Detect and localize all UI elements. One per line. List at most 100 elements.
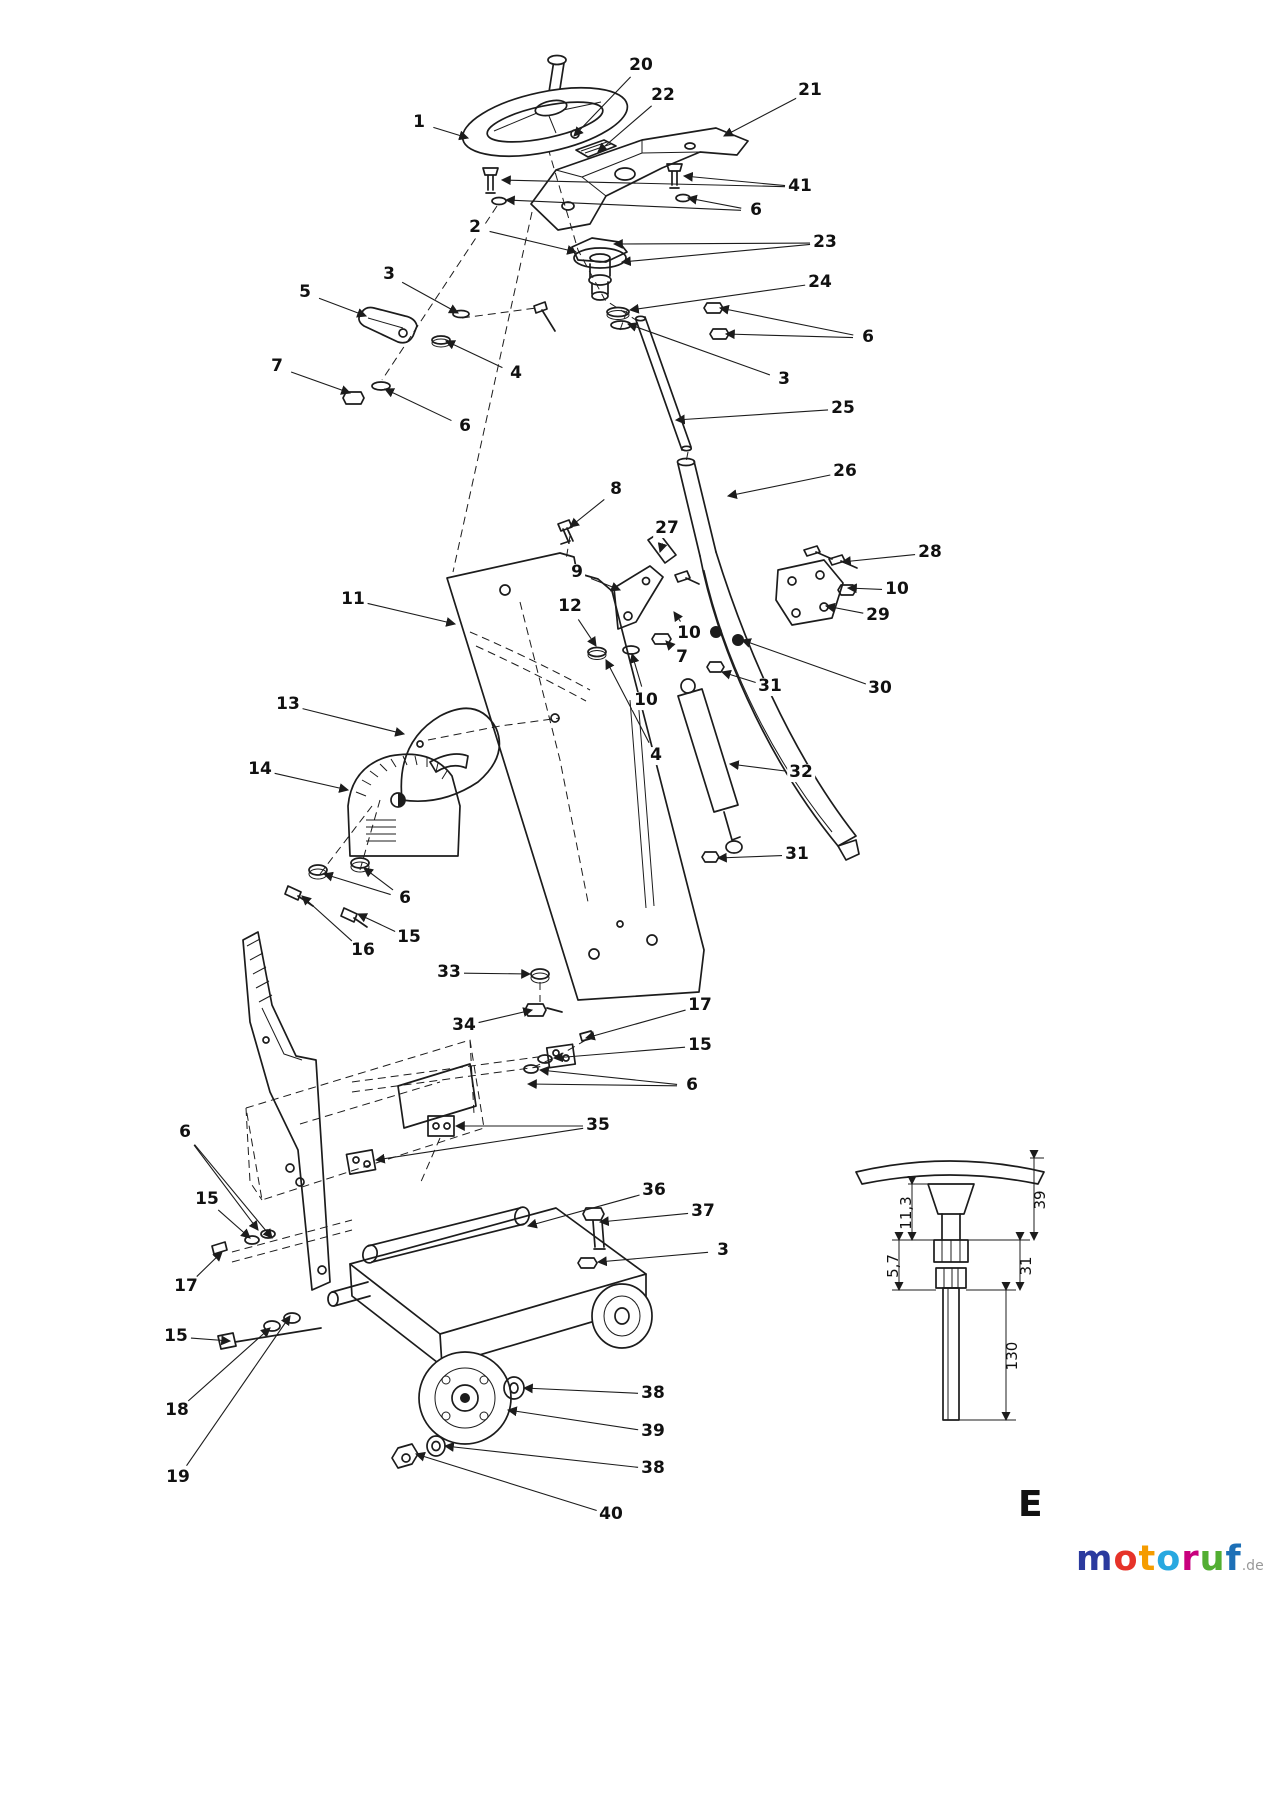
callout-6: 6 [748,200,764,221]
callout-19: 19 [164,1467,192,1488]
leader-line [573,76,632,137]
callout-2: 2 [467,217,483,238]
leader-line [724,329,854,340]
callout-11: 11 [339,589,367,610]
leader-line [598,1212,689,1227]
leader-line [612,239,811,249]
dimension-label: 39 [1031,1190,1049,1210]
logo-letter: o [1156,1539,1182,1579]
leader-line [628,284,806,314]
leader-line [846,583,883,594]
leader-line [217,1209,251,1239]
main-plate [446,552,705,1001]
leader-line [186,1315,291,1466]
logo-letter: u [1199,1539,1226,1579]
callout-27: 27 [653,518,681,539]
gas-spring-32 [677,661,743,863]
leader-lines [186,76,916,1512]
logo-letter: r [1181,1539,1200,1579]
leader-line [274,772,350,793]
callout-10: 10 [883,579,911,600]
callout-20: 20 [627,55,655,76]
callout-30: 30 [866,678,894,699]
leader-line [552,1046,686,1063]
dimension-label: 31 [1017,1256,1035,1276]
callout-41: 41 [786,176,814,197]
callout-28: 28 [916,542,944,563]
leader-line [740,638,867,685]
leader-line [443,1442,639,1468]
leader-line [433,126,470,141]
fastener-33-34 [524,968,563,1017]
callout-13: 13 [274,694,302,715]
leader-line [445,340,503,369]
callout-3: 3 [776,369,792,390]
callout-40: 40 [597,1504,625,1525]
callout-4: 4 [508,363,524,384]
page-letter: E [1018,1484,1043,1525]
column-tube-arm [676,457,860,861]
sector-fasteners [284,857,370,928]
leader-line [674,409,829,425]
leader-line [463,968,532,979]
plate-29-group [710,545,858,646]
logo-letter: t [1138,1539,1157,1579]
leader-line [824,602,864,614]
callout-38: 38 [639,1383,667,1404]
leader-line [605,659,650,743]
steering-coupler [533,237,730,340]
callout-39: 39 [639,1421,667,1442]
callout-12: 12 [556,596,584,617]
steering-wheel [461,54,629,157]
callout-6: 6 [457,416,473,437]
leader-line [322,871,391,896]
upper-mount-plate [530,127,749,231]
callout-1: 1 [411,112,427,133]
leader-line [584,1009,686,1041]
callout-6: 6 [177,1122,193,1143]
leader-line [500,175,786,188]
callout-6: 6 [684,1075,700,1096]
construction-lines [319,147,689,1185]
leader-line [597,105,652,153]
leader-line [290,371,352,395]
bolt-8 [557,519,574,545]
leader-line [577,619,597,647]
leader-line [716,852,783,863]
leader-line [318,297,368,318]
dimension-label: 5,7 [884,1254,902,1278]
logo-letter: m [1076,1539,1114,1579]
logo-letter: f [1225,1539,1242,1579]
callout-16: 16 [349,940,377,961]
leader-line [590,578,622,592]
callout-17: 17 [686,995,714,1016]
leader-line [665,640,676,651]
leader-line [718,304,854,336]
leader-line [504,195,742,211]
leader-line [626,322,771,376]
guard-13 [400,707,501,803]
motoruf-logo[interactable]: motoruf.de [1076,1542,1264,1577]
callout-7: 7 [269,356,285,377]
callout-6: 6 [397,888,413,909]
leader-line [384,388,452,422]
leader-line [629,652,643,687]
leader-line [569,498,605,528]
callout-14: 14 [246,759,274,780]
inset-side-view [855,1150,1045,1421]
leader-line [723,97,797,137]
leader-line [414,1451,597,1512]
leader-line [526,1079,678,1090]
callout-6: 6 [860,327,876,348]
callout-24: 24 [806,272,834,293]
steering-shaft [634,315,693,452]
callout-34: 34 [450,1015,478,1036]
callout-5: 5 [297,282,313,303]
leader-line [367,602,457,627]
leader-line [726,474,831,500]
leader-line [190,1335,232,1346]
leader-line [538,1065,678,1085]
leader-line [193,1144,259,1231]
leader-line [187,1327,271,1402]
